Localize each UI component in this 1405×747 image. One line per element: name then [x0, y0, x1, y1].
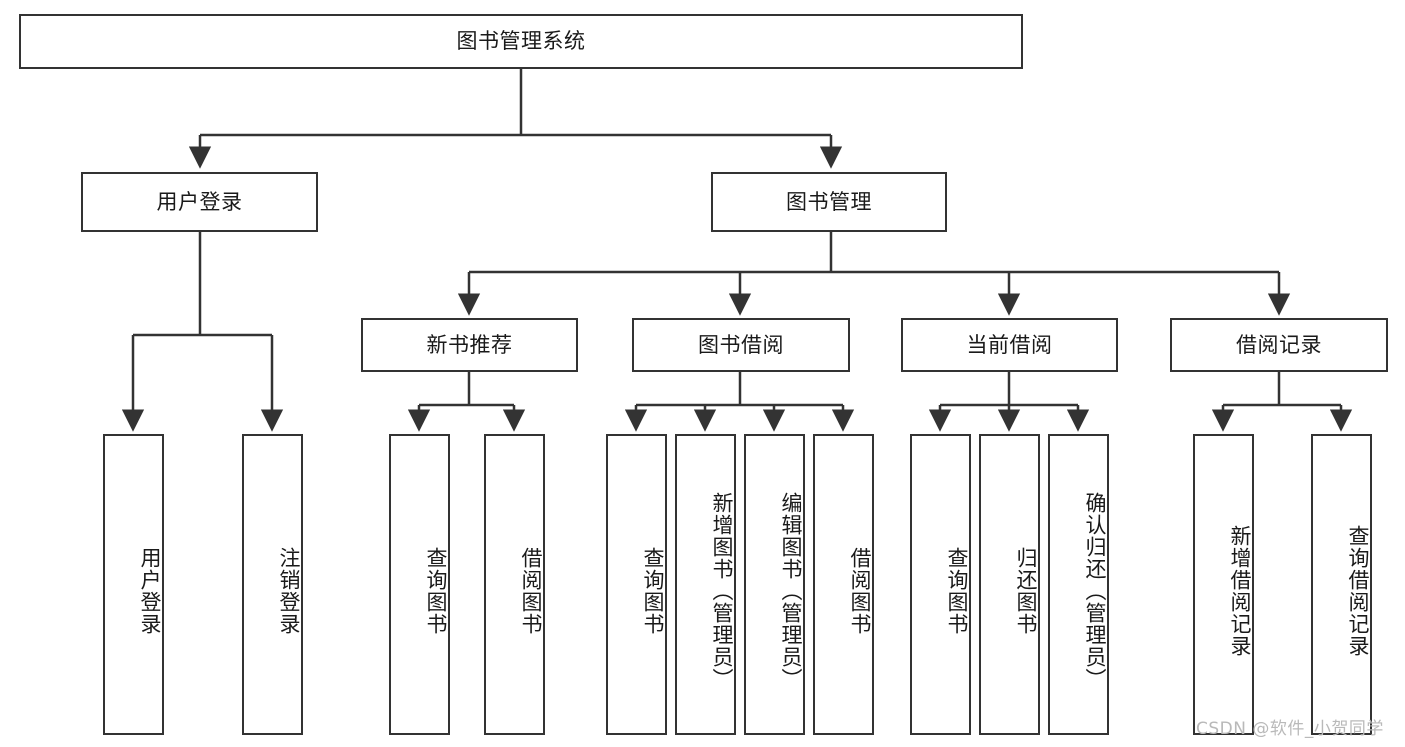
node-leaf-user-login-label: 用户登录 [138, 546, 162, 635]
node-book-borrow[interactable]: 图书借阅 [632, 318, 850, 372]
node-leaf-add-book-label: 新增图书（管理员） [710, 491, 734, 690]
node-leaf-user-logout-label: 注销登录 [277, 546, 301, 635]
node-leaf-edit-book-label: 编辑图书（管理员） [779, 491, 803, 690]
node-leaf-query-record-label: 查询借阅记录 [1346, 524, 1370, 657]
node-leaf-return-book-label: 归还图书 [1014, 546, 1038, 635]
node-book-borrow-label: 图书借阅 [698, 332, 784, 357]
node-leaf-query-book-1-label: 查询图书 [424, 546, 448, 635]
node-root-label: 图书管理系统 [456, 29, 586, 54]
node-leaf-user-logout[interactable]: 注销登录 [242, 434, 303, 735]
node-borrow-record[interactable]: 借阅记录 [1170, 318, 1388, 372]
node-book-manage[interactable]: 图书管理 [711, 172, 947, 232]
node-leaf-query-book-3[interactable]: 查询图书 [910, 434, 971, 735]
node-leaf-query-book-2-label: 查询图书 [641, 546, 665, 635]
node-leaf-add-record-label: 新增借阅记录 [1228, 524, 1252, 657]
node-leaf-borrow-book-2-label: 借阅图书 [848, 546, 872, 635]
node-leaf-edit-book[interactable]: 编辑图书（管理员） [744, 434, 805, 735]
node-leaf-add-book[interactable]: 新增图书（管理员） [675, 434, 736, 735]
node-book-manage-label: 图书管理 [786, 189, 872, 214]
node-leaf-query-book-1[interactable]: 查询图书 [389, 434, 450, 735]
node-leaf-confirm-return-label: 确认归还（管理员） [1083, 491, 1107, 690]
node-leaf-confirm-return[interactable]: 确认归还（管理员） [1048, 434, 1109, 735]
node-leaf-query-record[interactable]: 查询借阅记录 [1311, 434, 1372, 735]
node-leaf-borrow-book-1-label: 借阅图书 [519, 546, 543, 635]
node-new-book-recommend-label: 新书推荐 [426, 332, 513, 357]
node-current-borrow[interactable]: 当前借阅 [901, 318, 1118, 372]
node-leaf-add-record[interactable]: 新增借阅记录 [1193, 434, 1254, 735]
node-current-borrow-label: 当前借阅 [966, 332, 1053, 357]
node-leaf-borrow-book-1[interactable]: 借阅图书 [484, 434, 545, 735]
node-new-book-recommend[interactable]: 新书推荐 [361, 318, 578, 372]
node-user-login-label: 用户登录 [156, 189, 243, 214]
node-leaf-user-login[interactable]: 用户登录 [103, 434, 164, 735]
node-leaf-borrow-book-2[interactable]: 借阅图书 [813, 434, 874, 735]
csdn-watermark: CSDN @软件_小贺同学 [1196, 719, 1384, 739]
node-user-login[interactable]: 用户登录 [81, 172, 318, 232]
node-leaf-query-book-3-label: 查询图书 [945, 546, 969, 635]
node-leaf-return-book[interactable]: 归还图书 [979, 434, 1040, 735]
node-root[interactable]: 图书管理系统 [19, 14, 1023, 69]
node-borrow-record-label: 借阅记录 [1236, 332, 1322, 357]
node-leaf-query-book-2[interactable]: 查询图书 [606, 434, 667, 735]
